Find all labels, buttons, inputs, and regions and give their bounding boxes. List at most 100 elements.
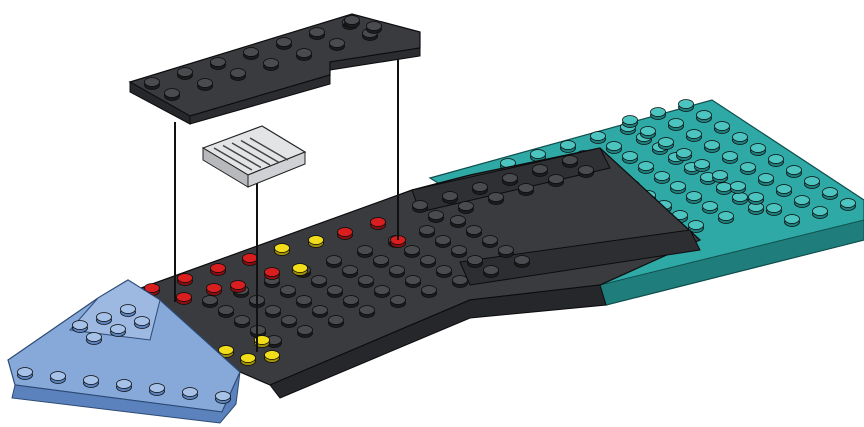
dark-stud [484, 266, 499, 278]
teal-stud [607, 142, 622, 154]
blue-stud [183, 388, 198, 400]
dark-stud [421, 256, 436, 268]
teal-stud [669, 119, 684, 131]
teal-stud [823, 188, 838, 200]
red-stud [177, 293, 192, 305]
dark-stud [413, 201, 428, 213]
red-stud [231, 281, 246, 293]
dark-stud [405, 246, 420, 258]
dark-stud [219, 306, 234, 318]
blue-stud [84, 376, 99, 388]
teal-stud [713, 171, 728, 183]
dark-stud [390, 266, 405, 278]
dark-stud [452, 246, 467, 258]
teal-stud [591, 132, 606, 144]
dark-stud [264, 59, 279, 71]
dark-stud [198, 79, 213, 91]
teal-stud [671, 182, 686, 194]
teal-stud [677, 149, 692, 161]
teal-stud [651, 108, 666, 120]
dark-stud [266, 306, 281, 318]
dark-stud [231, 69, 246, 81]
dark-stud [165, 89, 180, 101]
dark-stud [436, 236, 451, 248]
dark-stud [298, 326, 313, 338]
blue-stud [87, 333, 102, 345]
dark-stud [468, 256, 483, 268]
blue-stud [18, 368, 33, 380]
red-stud [265, 268, 280, 280]
teal-stud [659, 138, 674, 150]
teal-stud [785, 215, 800, 227]
red-stud [243, 254, 258, 266]
dark-stud [281, 286, 296, 298]
blue-stud [135, 317, 150, 329]
teal-stud [777, 185, 792, 197]
teal-stud [695, 160, 710, 172]
teal-stud [733, 193, 748, 205]
dark-stud [328, 286, 343, 298]
dark-stud [451, 216, 466, 228]
dark-stud [282, 316, 297, 328]
dark-stud [313, 306, 328, 318]
dark-stud [297, 49, 312, 61]
teal-stud [749, 193, 764, 205]
teal-stud [715, 122, 730, 134]
teal-stud [813, 207, 828, 219]
dark-stud [312, 276, 327, 288]
dark-stud [467, 226, 482, 238]
dark-stud [515, 256, 530, 268]
teal-stud [767, 204, 782, 216]
teal-stud [719, 212, 734, 224]
grille-tile [203, 126, 305, 187]
blue-stud [97, 313, 112, 325]
teal-stud [805, 177, 820, 189]
red-stud [211, 264, 226, 276]
teal-stud [733, 133, 748, 145]
teal-stud [679, 100, 694, 112]
teal-stud [717, 183, 732, 195]
blue-stud [121, 305, 136, 317]
teal-stud [841, 199, 856, 211]
dark-stud [345, 16, 360, 28]
dark-stud [443, 192, 458, 204]
dark-stud [374, 256, 389, 268]
dark-stud [358, 246, 373, 258]
dark-stud [473, 183, 488, 195]
teal-stud [561, 141, 576, 153]
dark-stud [422, 286, 437, 298]
dark-stud [489, 193, 504, 205]
upper-dark-plate [130, 14, 420, 124]
teal-stud [759, 174, 774, 186]
dark-stud [297, 296, 312, 308]
dark-stud [360, 306, 375, 318]
teal-stud [787, 166, 802, 178]
dark-stud [310, 28, 325, 40]
red-stud [207, 284, 222, 296]
teal-stud [769, 155, 784, 167]
dark-stud [459, 202, 474, 214]
teal-stud [731, 182, 746, 194]
dark-stud [330, 39, 345, 51]
yellow-stud [265, 351, 280, 363]
teal-stud [751, 144, 766, 156]
red-stud [178, 274, 193, 286]
dark-stud [406, 276, 421, 288]
dark-stud [499, 246, 514, 258]
yellow-stud [293, 264, 308, 276]
red-stud [371, 218, 386, 230]
teal-stud [795, 196, 810, 208]
teal-stud [623, 116, 638, 128]
dark-stud [533, 165, 548, 177]
teal-stud [723, 152, 738, 164]
blue-stud [51, 372, 66, 384]
dark-stud [367, 22, 382, 34]
teal-stud [687, 192, 702, 204]
teal-stud [639, 162, 654, 174]
yellow-stud [241, 354, 256, 366]
teal-stud [655, 172, 670, 184]
dark-stud [429, 211, 444, 223]
dark-stud [420, 226, 435, 238]
